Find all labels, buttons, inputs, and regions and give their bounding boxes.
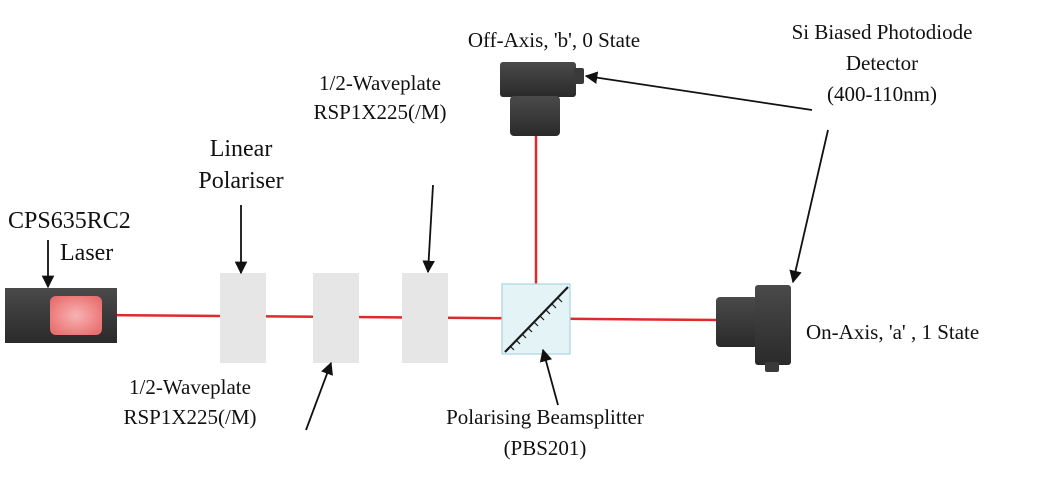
on-axis-detector-barrel: [716, 297, 758, 347]
laser-source: [5, 288, 117, 343]
polarising-beamsplitter: [501, 283, 571, 355]
detector-label-line3: (400-110nm): [827, 82, 937, 106]
waveplate-bottom-label-line1: 1/2-Waveplate: [129, 375, 251, 399]
beamsplitter-label-line2: (PBS201): [504, 436, 587, 460]
on-axis-label: On-Axis, 'a' , 1 State: [806, 320, 979, 344]
laser-label-line2: Laser: [60, 240, 113, 266]
beamsplitter-label-line1: Polarising Beamsplitter: [446, 405, 644, 429]
arrow-waveplate-top: [422, 184, 435, 274]
beamsplitter-hatching: [509, 297, 563, 351]
half-waveplate-2-plate: [402, 273, 448, 363]
detector-label-line2: Detector: [846, 51, 918, 75]
on-axis-detector: [716, 285, 791, 372]
off-axis-detector-tab: [574, 68, 584, 84]
on-axis-detector-head: [755, 285, 791, 365]
laser-label-line1: CPS635RC2: [8, 208, 131, 234]
arrow-detector-offaxis: [584, 71, 813, 111]
waveplate-bottom-label-line2: RSP1X225(/M): [123, 405, 256, 429]
detector-label-line1: Si Biased Photodiode: [792, 20, 973, 44]
beamsplitter-mirror: [504, 286, 569, 353]
waveplate-top-label-line1: 1/2-Waveplate: [319, 71, 441, 95]
half-waveplate-1-plate: [313, 273, 359, 363]
annotation-arrows: [41, 71, 829, 431]
linear-polariser-plate: [220, 273, 266, 363]
laser-aperture-glow: [50, 296, 102, 335]
on-axis-detector-tab: [765, 362, 779, 372]
arrow-waveplate-bottom: [305, 361, 333, 431]
arrow-beamsplitter: [539, 348, 559, 406]
off-axis-detector-barrel: [510, 96, 560, 136]
arrow-detector-onaxis: [789, 129, 829, 284]
off-axis-label: Off-Axis, 'b', 0 State: [468, 28, 640, 52]
polariser-label-line1: Linear: [210, 136, 273, 162]
waveplate-top-label-line2: RSP1X225(/M): [313, 100, 446, 124]
off-axis-detector-head: [500, 62, 576, 97]
off-axis-detector: [500, 62, 584, 136]
polariser-label-line2: Polariser: [198, 168, 283, 194]
